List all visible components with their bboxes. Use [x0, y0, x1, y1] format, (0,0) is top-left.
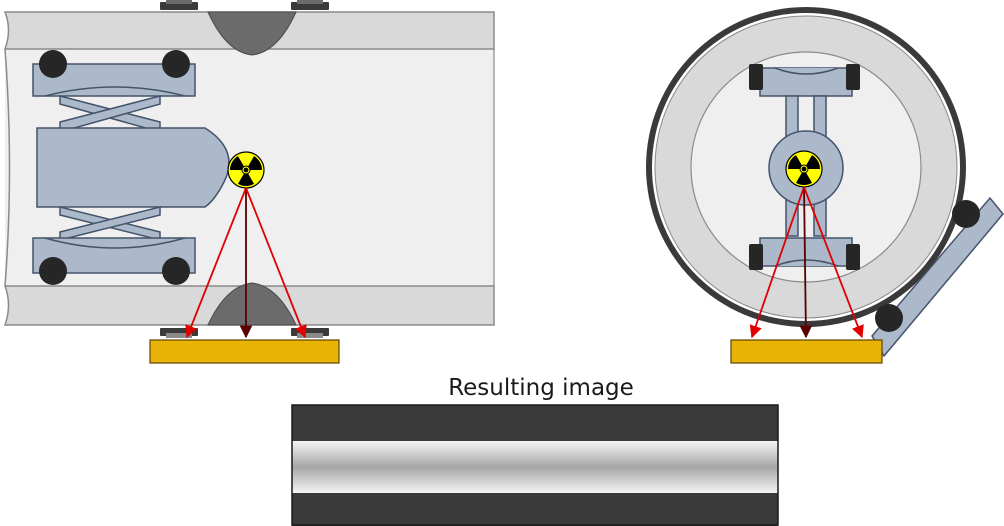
radiation-trefoil-icon [785, 150, 823, 188]
radiograph-weld-band [292, 441, 778, 493]
radiation-rays [749, 186, 864, 339]
radiation-rays [185, 187, 307, 339]
radiation-trefoil-icon [227, 151, 265, 189]
pipe-crawler [32, 63, 230, 274]
wheel-icon [39, 257, 67, 285]
wheel-icon [162, 257, 190, 285]
crawler-body [36, 127, 230, 208]
detector-film [149, 339, 340, 364]
wheel-icon [39, 50, 67, 78]
iqi-markers-top [160, 0, 329, 10]
resulting-image: Resulting image [291, 375, 779, 526]
wheel-icon [952, 200, 980, 228]
detector-film [730, 339, 883, 364]
weld-top [207, 11, 297, 56]
wheel-icon [875, 304, 903, 332]
weld-bottom [207, 282, 297, 326]
wheel-icon [162, 50, 190, 78]
radiograph-top-band [292, 405, 778, 441]
cross-section-view [646, 7, 1004, 364]
longitudinal-view [3, 0, 495, 364]
radiograph-bottom-band [292, 493, 778, 526]
wheel-icon [749, 64, 860, 270]
resulting-image-caption: Resulting image [448, 375, 634, 401]
